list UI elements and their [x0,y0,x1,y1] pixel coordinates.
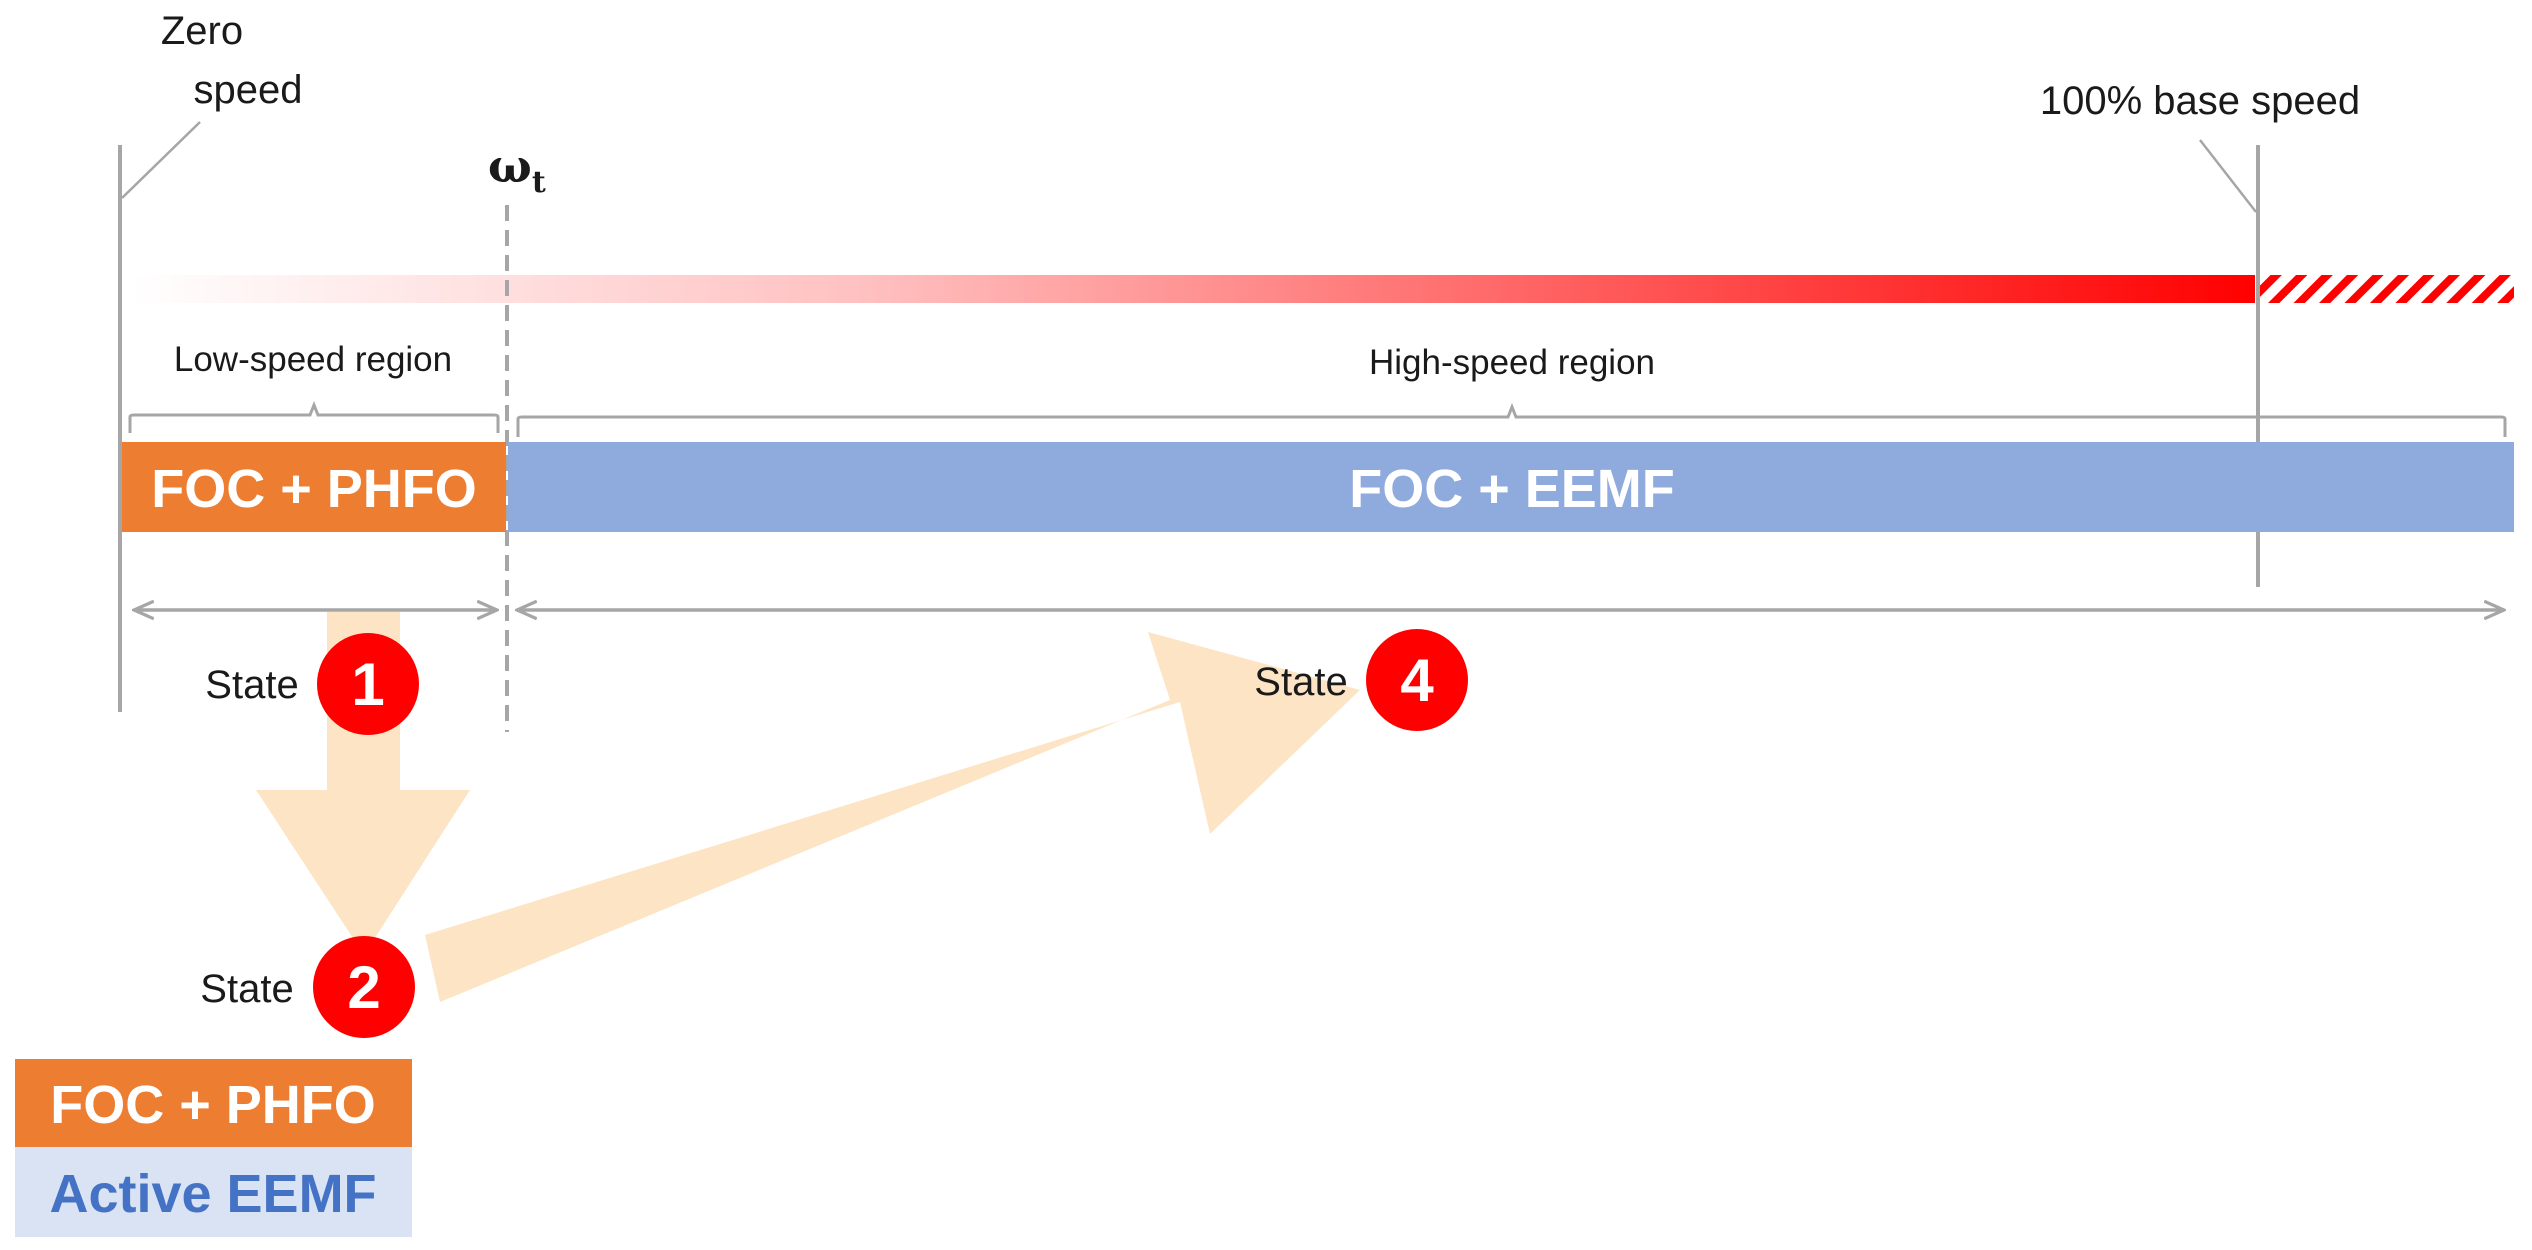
zero-speed-label-line2: speed [194,68,303,112]
base-speed-label: 100% base speed [2040,79,2360,123]
zero-speed-label-line1: Zero [161,9,243,53]
state-1-label: State [205,663,298,707]
speed-gradient-bar [130,275,2255,303]
high-speed-region-brace [516,402,2507,437]
high-speed-mode-label: FOC + EEMF [1349,459,1675,519]
low-speed-mode-label: FOC + PHFO [151,459,477,519]
high-speed-region-label: High-speed region [1369,343,1655,382]
state-2-label: State [200,967,293,1011]
omega-t-label: ωt [488,139,546,200]
state-2-mode-box-top [15,1059,412,1147]
omega-symbol: ω [488,139,532,193]
state-2-badge [313,936,415,1038]
high-speed-mode-box [508,442,2514,532]
state-1-badge [317,633,419,735]
base-speed-leader [2199,139,2257,213]
zero-speed-leader [121,121,201,199]
omega-subscript: t [532,165,546,200]
overspeed-hatch-bar [2258,275,2514,303]
state-1-number: 1 [351,651,384,718]
transition-arrow-1-to-2 [256,612,470,955]
state-4-label: State [1254,660,1347,704]
low-speed-mode-box [122,442,506,532]
state-4-badge [1366,629,1468,731]
state-4-number: 4 [1400,647,1434,714]
state-2-mode-label-bottom: Active EEMF [49,1164,376,1224]
state-2-mode-box-bottom [15,1147,412,1237]
state-2-number: 2 [347,954,380,1021]
low-speed-region-label: Low-speed region [174,340,452,379]
low-speed-region-brace [128,400,500,433]
transition-arrow-2-to-4 [425,632,1360,1002]
state-2-mode-label-top: FOC + PHFO [50,1075,376,1135]
